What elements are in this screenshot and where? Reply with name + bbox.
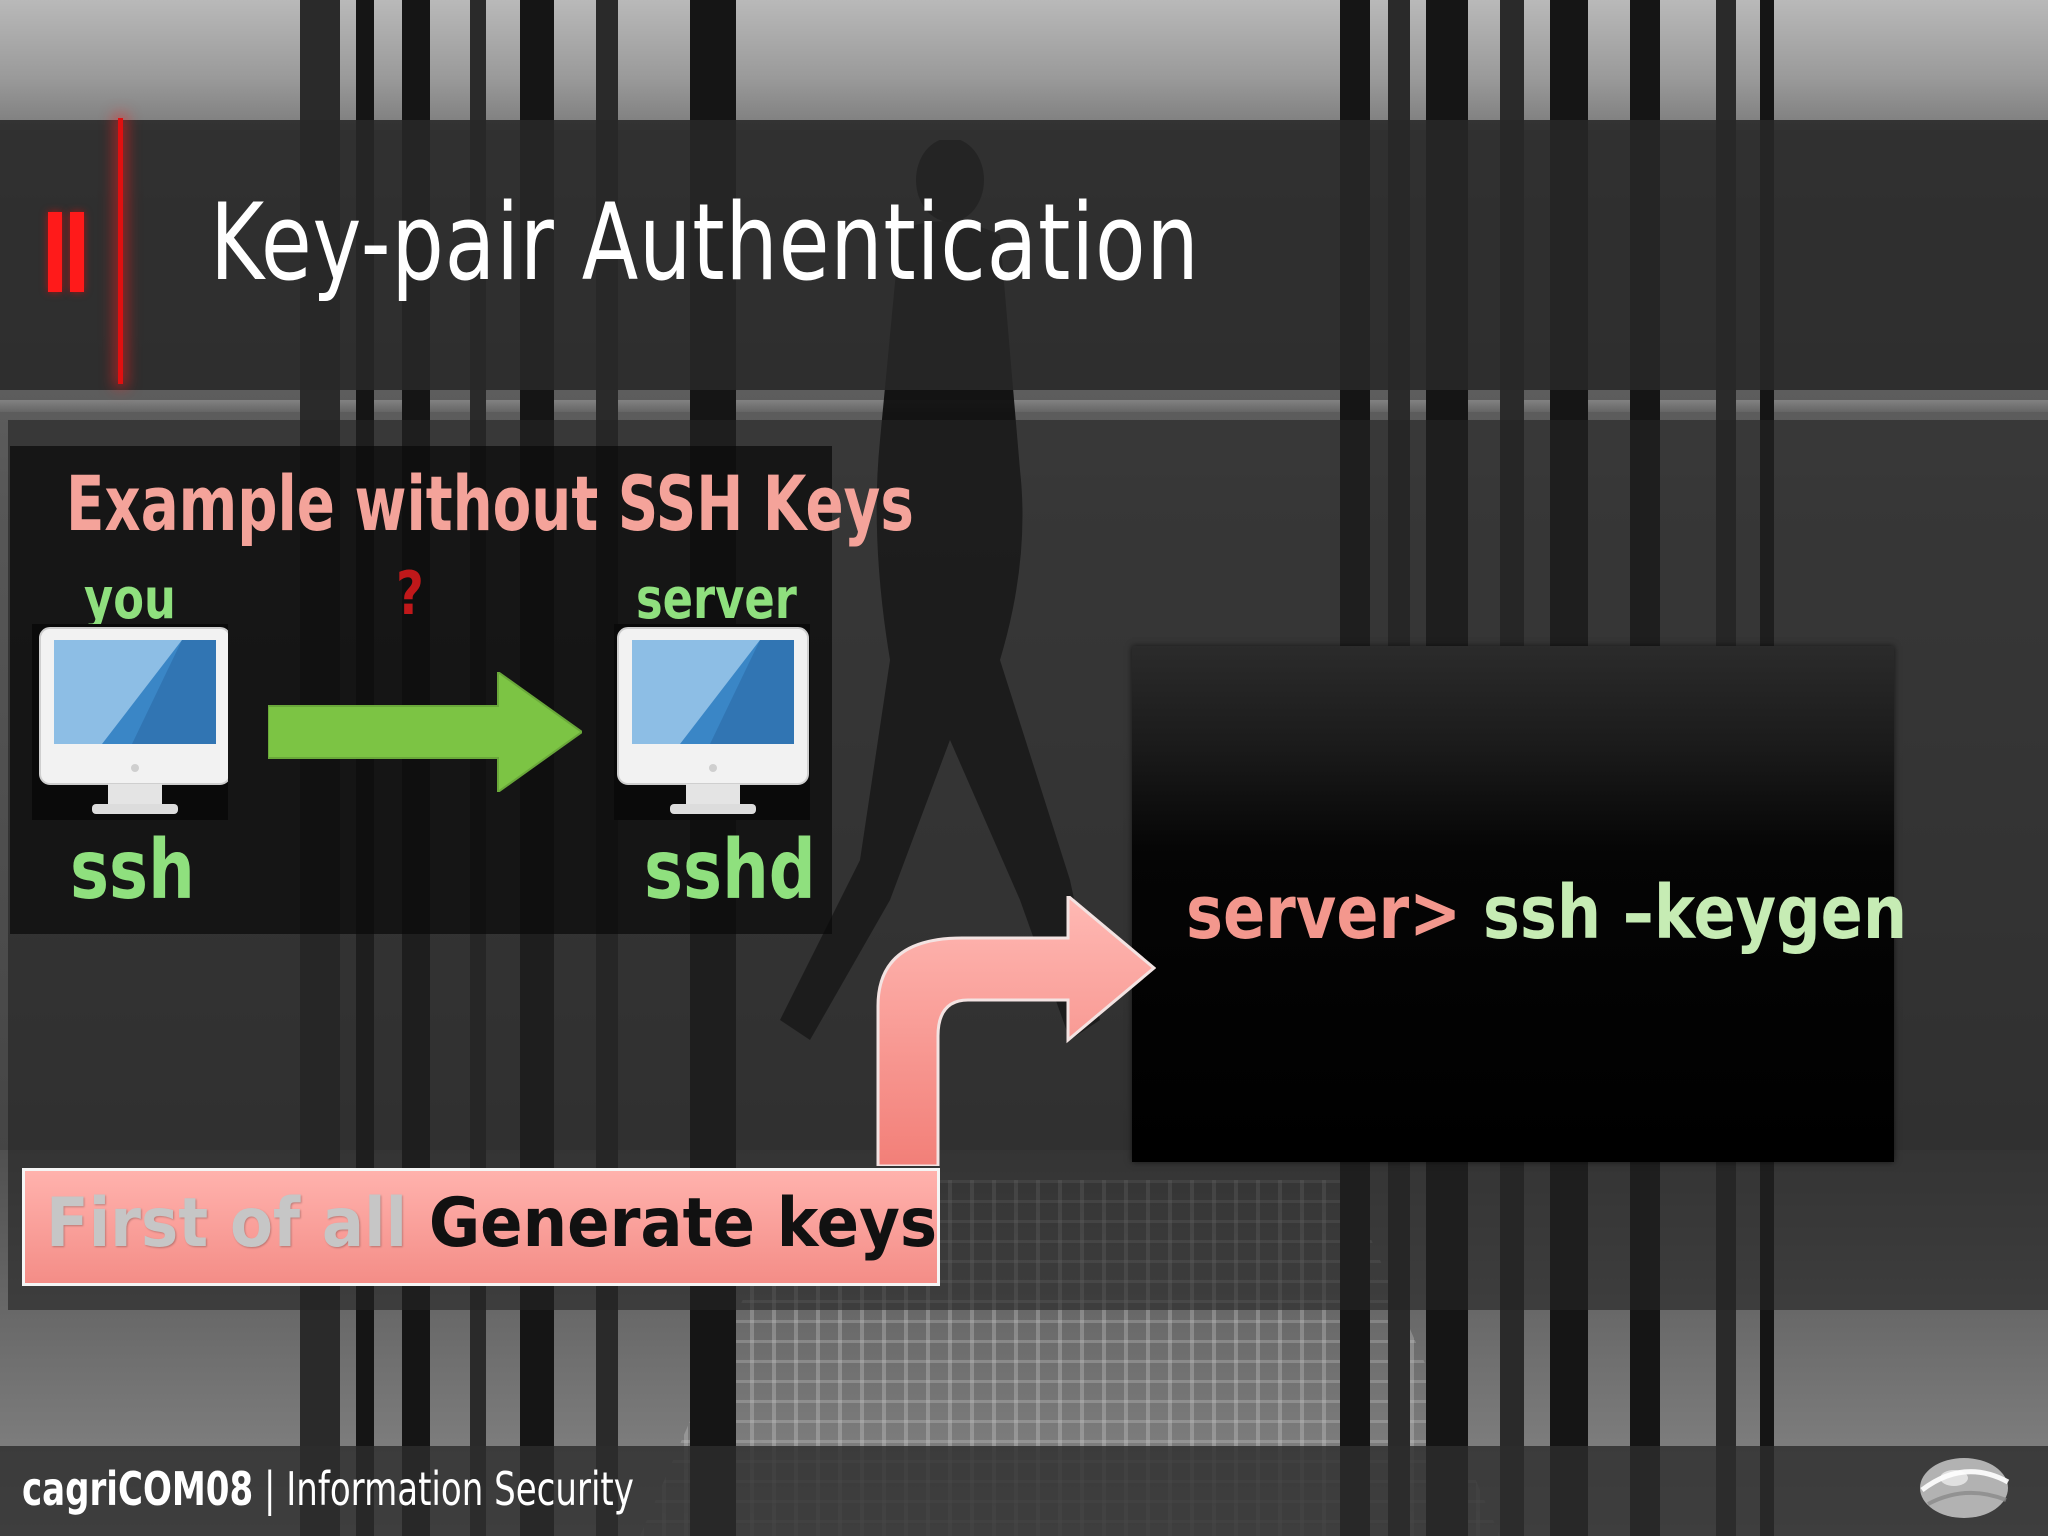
callout-box [22, 1168, 940, 1286]
example-title: Example without SSH Keys [66, 459, 914, 548]
callout-faded-text: First of all [46, 1184, 429, 1263]
server-program-label: sshd [644, 823, 816, 918]
terminal-command: server> ssh –keygen [1186, 876, 1907, 950]
callout-strong-text: Generate keys [428, 1184, 938, 1263]
question-mark: ? [396, 559, 424, 629]
callout-text: First of all Generate keys [46, 1190, 937, 1258]
footer-separator: | [253, 1462, 287, 1516]
title-marker [48, 212, 62, 292]
terminal-box [1132, 646, 1894, 1162]
title-marker [70, 212, 84, 292]
background-ceiling [0, 0, 2048, 130]
terminal-prompt: server> [1186, 870, 1462, 956]
footer-brand: cagriCOM08 [22, 1462, 254, 1516]
terminal-command-text: ssh –keygen [1461, 870, 1908, 956]
title-band [0, 120, 2048, 390]
client-program-label: ssh [70, 823, 195, 918]
globe-logo-icon [1920, 1458, 2010, 1518]
slide-title: Key-pair Authentication [210, 181, 1200, 304]
title-accent-line [118, 118, 123, 384]
server-monitor-icon [614, 624, 810, 820]
server-label: server [636, 567, 797, 632]
right-arrow-icon [268, 672, 582, 792]
curved-arrow-icon [876, 896, 1156, 1166]
background-rail [0, 400, 2048, 412]
client-monitor-icon [32, 624, 228, 820]
footer-bar [0, 1446, 2048, 1536]
footer-text: cagriCOM08 | Information Security [22, 1466, 634, 1512]
client-label: you [84, 567, 176, 632]
footer-course: Information Security [286, 1462, 634, 1516]
